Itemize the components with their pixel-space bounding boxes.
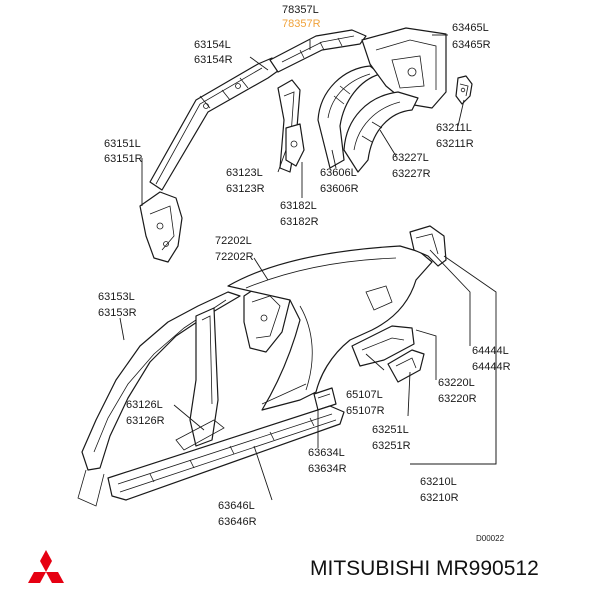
part-rear-upper-inner — [361, 27, 447, 109]
leader-lines — [119, 34, 497, 501]
part-number-label: 63606L — [320, 167, 357, 179]
callout-63123: 63123L 63123R — [226, 167, 265, 195]
callout-63465: 63465L 63465R — [452, 22, 491, 51]
callout-63211: 63211L 63211R — [436, 122, 474, 150]
part-number-label: 63211R — [436, 138, 474, 150]
part-number-label: 63123L — [226, 167, 263, 179]
callout-63227: 63227L 63227R — [392, 152, 431, 180]
part-number-label: 63182L — [280, 200, 317, 212]
part-number-label: 63227L — [392, 152, 429, 164]
callout-63154: 63154L 63154R — [194, 39, 233, 66]
callout-63210: 63210L 63210R — [420, 476, 459, 504]
part-number-label-highlighted: 78357R — [282, 18, 321, 30]
part-78357-rail-bracket — [269, 29, 367, 73]
part-number-label: 63123R — [226, 183, 265, 195]
part-number-label: 63251R — [372, 440, 411, 452]
part-number-label: 72202R — [215, 251, 254, 263]
callout-65107: 65107L 65107R — [346, 389, 385, 417]
callout-64444: 64444L 64444R — [472, 345, 511, 373]
part-number-label: 63634R — [308, 463, 347, 475]
callout-63251: 63251L 63251R — [372, 424, 411, 452]
callout-63126: 63126L 63126R — [126, 399, 165, 427]
callout-63182: 63182L 63182R — [280, 200, 319, 228]
mitsubishi-logo-icon — [28, 550, 64, 583]
part-number-label: 63465R — [452, 39, 491, 51]
part-number-label: 63465L — [452, 22, 489, 34]
callout-63634: 63634L 63634R — [308, 447, 347, 475]
part-number-label: 63126R — [126, 415, 165, 427]
part-number-label: 64444L — [472, 345, 509, 357]
part-sill-extension — [313, 387, 337, 411]
part-number-label: 78357L — [282, 4, 319, 16]
callout-72202: 72202L 72202R — [215, 235, 254, 263]
callout-63220: 63220L 63220R — [438, 377, 477, 405]
part-number-label: 63153L — [98, 291, 135, 303]
part-number-label: 63151R — [104, 153, 143, 165]
part-number-label: 63182R — [280, 216, 319, 228]
part-number-label: 63220L — [438, 377, 475, 389]
part-number-label: 63606R — [320, 183, 359, 195]
part-number-label: 63646L — [218, 500, 255, 512]
callout-63153: 63153L 63153R — [98, 291, 137, 319]
part-number-label: 72202L — [215, 235, 252, 247]
part-number-label: 63634L — [308, 447, 345, 459]
callout-63151: 63151L 63151R — [104, 138, 143, 165]
part-number-label: 63210L — [420, 476, 457, 488]
part-small-bracket — [455, 75, 473, 105]
part-number-label: 65107L — [346, 389, 383, 401]
part-number-label: 63154L — [194, 39, 231, 51]
callout-78357: 78357L 78357R — [282, 4, 321, 30]
part-number-label: 65107R — [346, 405, 385, 417]
part-number-label: 63220R — [438, 393, 477, 405]
part-number-label: 63210R — [420, 492, 459, 504]
part-number-label: 63126L — [126, 399, 163, 411]
part-side-sill — [107, 405, 345, 501]
callout-63646: 63646L 63646R — [218, 500, 257, 528]
part-rear-lower-extension — [351, 325, 425, 383]
part-rear-quarter-panel — [227, 245, 433, 411]
part-number-label: 63646R — [218, 516, 257, 528]
part-number-label: 63211L — [436, 122, 472, 134]
part-wheelhouse-outer — [343, 91, 419, 173]
part-number-label: 63227R — [392, 168, 431, 180]
part-number-label: 63251L — [372, 424, 409, 436]
brand-part-number: MITSUBISHI MR990512 — [310, 557, 539, 580]
part-number-label: 63153R — [98, 307, 137, 319]
part-number-label: 64444R — [472, 361, 511, 373]
part-front-pillar-gusset — [139, 191, 183, 263]
part-number-label: 63154R — [194, 54, 233, 66]
callout-63606: 63606L 63606R — [320, 167, 359, 195]
part-center-pillar-outer — [175, 307, 225, 451]
part-number-label: 63151L — [104, 138, 141, 150]
part-center-pillar-upper — [277, 79, 305, 173]
part-front-pillar-outer — [77, 291, 241, 507]
diagram-code: D00022 — [476, 534, 505, 543]
